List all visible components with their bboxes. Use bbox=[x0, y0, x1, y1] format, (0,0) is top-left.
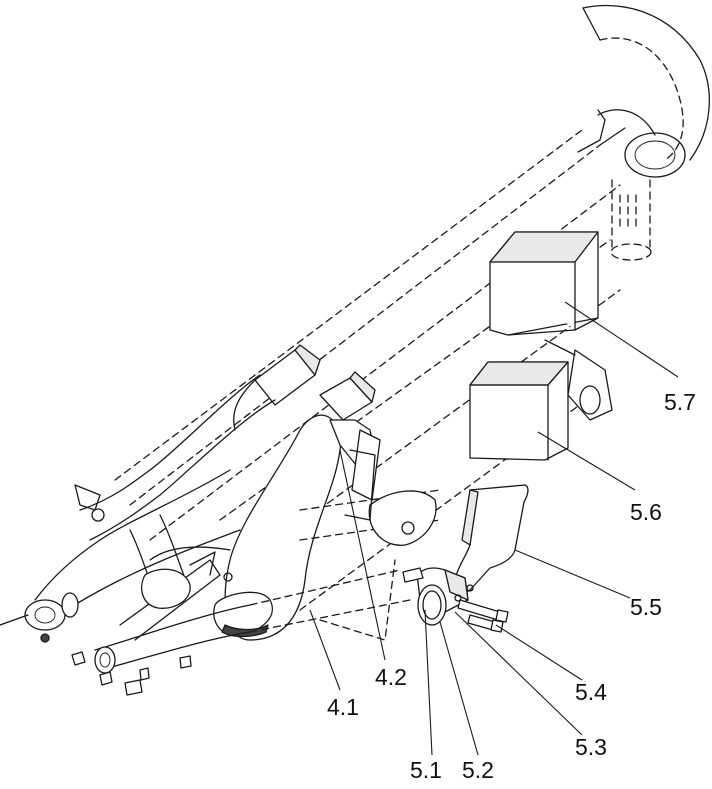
mount-bracket-behind bbox=[544, 339, 613, 421]
callout-5-1: 5.1 bbox=[410, 757, 442, 783]
leader-lines bbox=[309, 301, 679, 756]
callout-5-6: 5.6 bbox=[630, 499, 662, 525]
part-5-7-box bbox=[489, 231, 599, 336]
callout-5-3: 5.3 bbox=[575, 734, 607, 760]
hardware-bolts bbox=[71, 572, 233, 696]
part-5-1-clamp bbox=[417, 567, 474, 626]
top-tube bbox=[114, 129, 621, 541]
part-5-5-plate bbox=[453, 484, 529, 599]
callout-5-5: 5.5 bbox=[630, 594, 662, 620]
chain-stays bbox=[94, 449, 441, 674]
rear-triangle bbox=[0, 374, 276, 643]
callout-5-4: 5.4 bbox=[575, 679, 607, 705]
frame-lug-4-1 bbox=[213, 344, 342, 641]
part-5-6-box bbox=[469, 361, 569, 461]
callout-5-2: 5.2 bbox=[462, 757, 494, 783]
callout-5-7: 5.7 bbox=[664, 389, 696, 415]
callout-4-2: 4.2 bbox=[375, 664, 407, 690]
head-tube-assembly bbox=[577, 4, 710, 261]
callout-labels: 5.7 5.6 5.5 5.4 5.3 5.2 5.1 4.2 4.1 bbox=[327, 389, 696, 783]
callout-4-1: 4.1 bbox=[327, 694, 359, 720]
